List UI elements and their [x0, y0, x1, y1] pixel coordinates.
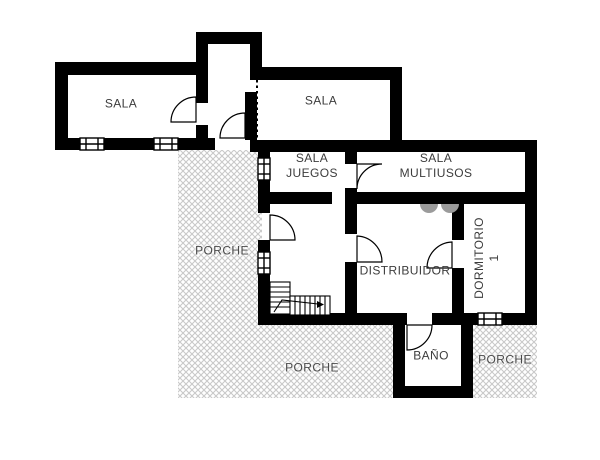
stairs-direction-arrow — [273, 299, 319, 313]
wall — [250, 32, 262, 67]
wall — [525, 140, 537, 325]
door-swing-porch-hall — [269, 214, 296, 241]
door-swing-vestibule — [219, 112, 246, 139]
wall — [250, 67, 402, 80]
window-icon — [477, 312, 503, 326]
wall — [390, 67, 402, 152]
wall — [178, 138, 215, 150]
room-label-sala-juegos: SALA JUEGOS — [286, 151, 338, 181]
room-label-line: SALA — [295, 151, 329, 165]
window-icon — [257, 157, 271, 181]
wall — [258, 192, 332, 204]
door-swing-bano — [406, 324, 433, 351]
room-label-dormitorio-1: DORMITORIO 1 — [472, 217, 502, 299]
porch-bottom-area — [262, 325, 393, 398]
wall — [196, 32, 262, 44]
wall — [432, 313, 478, 325]
wall — [55, 62, 208, 75]
room-label-distribuidor: DISTRIBUIDOR — [359, 263, 451, 278]
room-label-line: SALA — [419, 151, 453, 165]
porch-left-area — [178, 150, 262, 398]
walls — [55, 32, 537, 398]
double-door-leaf-icon — [441, 204, 459, 213]
room-label-porche-left: PORCHE — [195, 243, 249, 258]
porch-hatch-areas — [178, 150, 537, 398]
wall — [345, 262, 357, 325]
wall — [245, 92, 257, 140]
wall — [258, 313, 407, 325]
room-label-sala-multiusos: SALA MULTIUSOS — [400, 151, 473, 181]
wall — [55, 138, 80, 150]
room-label-line: JUEGOS — [286, 166, 338, 180]
room-label-porche-bottom: PORCHE — [285, 360, 339, 375]
room-label-bano: BAÑO — [413, 348, 449, 363]
double-door-leaf-icon — [420, 204, 438, 213]
wall — [250, 140, 537, 152]
wall — [452, 268, 464, 313]
wall — [104, 138, 154, 150]
wall — [502, 313, 537, 325]
porch-right-area — [473, 325, 537, 398]
wall — [452, 204, 464, 240]
window-icon — [257, 251, 271, 275]
windows — [79, 137, 503, 326]
room-label-line: DORMITORIO — [472, 217, 486, 299]
window-icon — [153, 137, 179, 151]
wall — [345, 152, 357, 164]
wall — [345, 192, 537, 204]
room-label-line: 1 — [487, 254, 501, 262]
room-label-porche-right: PORCHE — [478, 352, 532, 367]
door-swing-sala-left — [170, 96, 197, 123]
wall — [393, 325, 405, 398]
wall — [461, 325, 473, 398]
wall — [258, 274, 270, 325]
doors — [170, 96, 459, 351]
stairs-icon — [269, 281, 331, 316]
door-swing-distribuidor — [356, 235, 383, 263]
wall — [55, 62, 68, 150]
room-label-line: MULTIUSOS — [399, 166, 473, 180]
door-swing-multiusos — [356, 163, 383, 190]
door-swing-dormitorio — [426, 241, 453, 269]
wall — [393, 386, 473, 398]
wall — [258, 240, 270, 252]
room-label-sala-left: SALA — [104, 96, 138, 111]
window-icon — [79, 137, 105, 151]
room-label-sala-right: SALA — [304, 93, 338, 108]
wall — [196, 32, 208, 103]
